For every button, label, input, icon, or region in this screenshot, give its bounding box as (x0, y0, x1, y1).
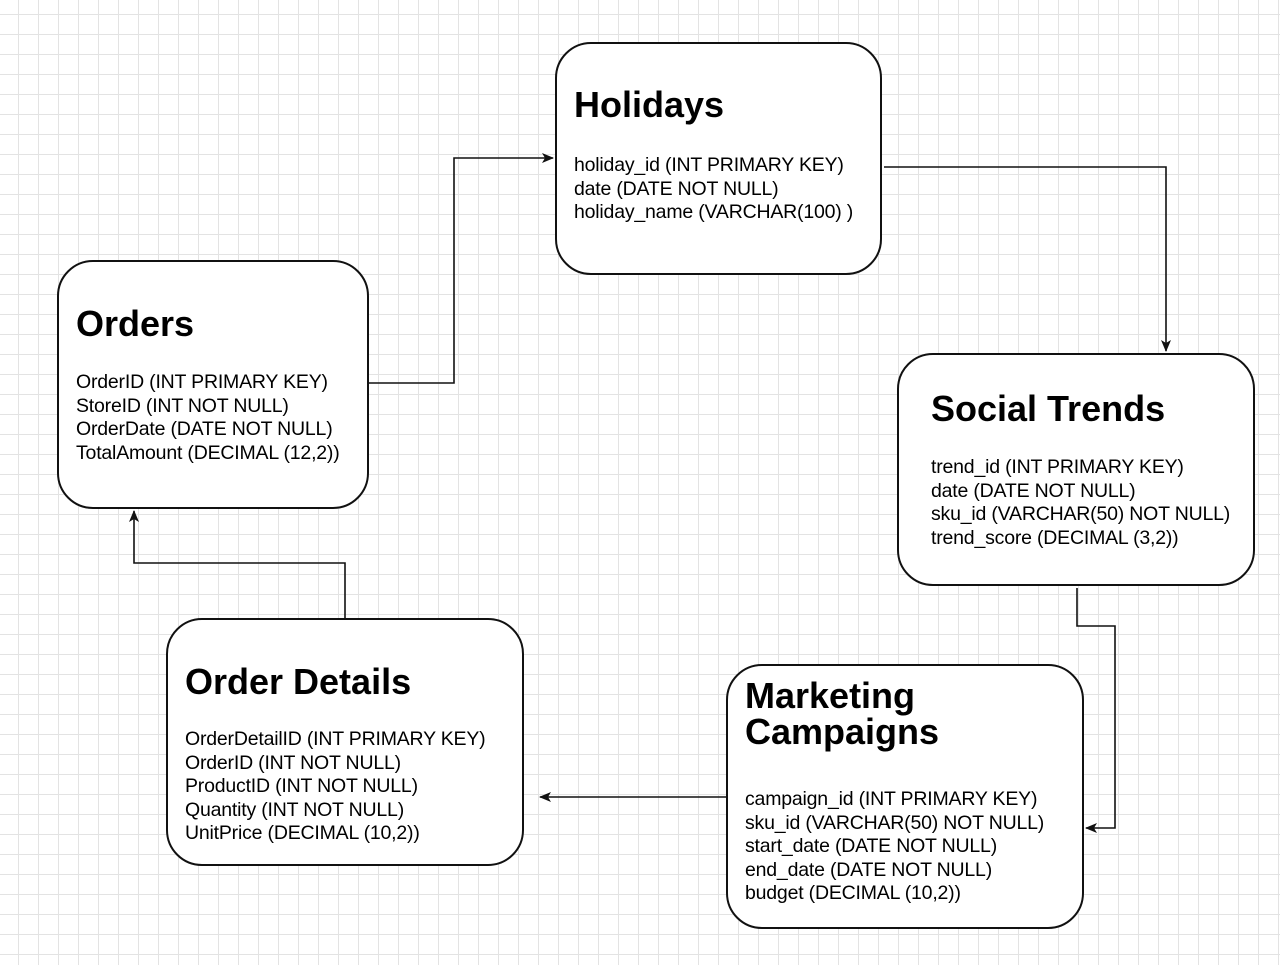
field-unit-price: UnitPrice (DECIMAL (10,2)) (185, 822, 420, 844)
entity-title: Order Details (185, 661, 412, 702)
field-order-date: OrderDate (DATE NOT NULL) (76, 418, 333, 440)
connector-orders-to-holidays (354, 153, 554, 384)
field-sku-id: sku_id (VARCHAR(50) NOT NULL) (931, 503, 1231, 525)
field-date: date (DATE NOT NULL) (574, 177, 779, 200)
field-order-id: OrderID (INT PRIMARY KEY) (76, 371, 328, 393)
entity-order-details[interactable]: Order Details OrderDetailID (INT PRIMARY… (166, 618, 524, 866)
field-order-detail-id: OrderDetailID (INT PRIMARY KEY) (185, 728, 486, 750)
entity-social-trends[interactable]: Social Trends trend_id (INT PRIMARY KEY)… (897, 353, 1255, 586)
entity-holidays[interactable]: Holidays holiday_id (INT PRIMARY KEY) da… (555, 42, 882, 275)
field-list: trend_id (INT PRIMARY KEY) date (DATE NO… (931, 456, 1230, 550)
entity-orders[interactable]: Orders OrderID (INT PRIMARY KEY) StoreID… (57, 260, 369, 509)
entity-title: Orders (76, 303, 195, 344)
entity-title: Holidays (574, 84, 725, 125)
field-list: holiday_id (INT PRIMARY KEY) date (DATE … (574, 154, 853, 225)
field-holiday-id: holiday_id (INT PRIMARY KEY) (574, 154, 844, 176)
field-total-amount: TotalAmount (DECIMAL (12,2)) (76, 441, 340, 464)
entity-title: Social Trends (931, 388, 1166, 429)
field-start-date: start_date (DATE NOT NULL) (745, 835, 997, 857)
field-end-date: end_date (DATE NOT NULL) (745, 858, 992, 881)
field-holiday-name: holiday_name (VARCHAR(100) ) (574, 201, 854, 223)
entity-marketing-campaigns[interactable]: Marketing Campaigns campaign_id (INT PRI… (726, 664, 1084, 929)
field-order-id: OrderID (INT NOT NULL) (185, 751, 401, 774)
connector-holidays-to-social-trends (884, 166, 1171, 352)
field-sku-id: sku_id (VARCHAR(50) NOT NULL) (745, 811, 1045, 834)
field-trend-score: trend_score (DECIMAL (3,2)) (931, 526, 1179, 549)
connector-order-details-to-orders (129, 510, 346, 618)
field-list: OrderDetailID (INT PRIMARY KEY) OrderID … (185, 728, 486, 846)
field-product-id: ProductID (INT NOT NULL) (185, 775, 418, 797)
field-list: campaign_id (INT PRIMARY KEY) sku_id (VA… (745, 788, 1044, 906)
field-date: date (DATE NOT NULL) (931, 479, 1136, 502)
entity-title: Marketing Campaigns (745, 675, 940, 752)
field-store-id: StoreID (INT NOT NULL) (76, 394, 289, 417)
field-trend-id: trend_id (INT PRIMARY KEY) (931, 456, 1184, 478)
field-campaign-id: campaign_id (INT PRIMARY KEY) (745, 788, 1038, 810)
field-budget: budget (DECIMAL (10,2)) (745, 882, 961, 904)
field-list: OrderID (INT PRIMARY KEY) StoreID (INT N… (76, 371, 340, 465)
field-quantity: Quantity (INT NOT NULL) (185, 798, 404, 821)
